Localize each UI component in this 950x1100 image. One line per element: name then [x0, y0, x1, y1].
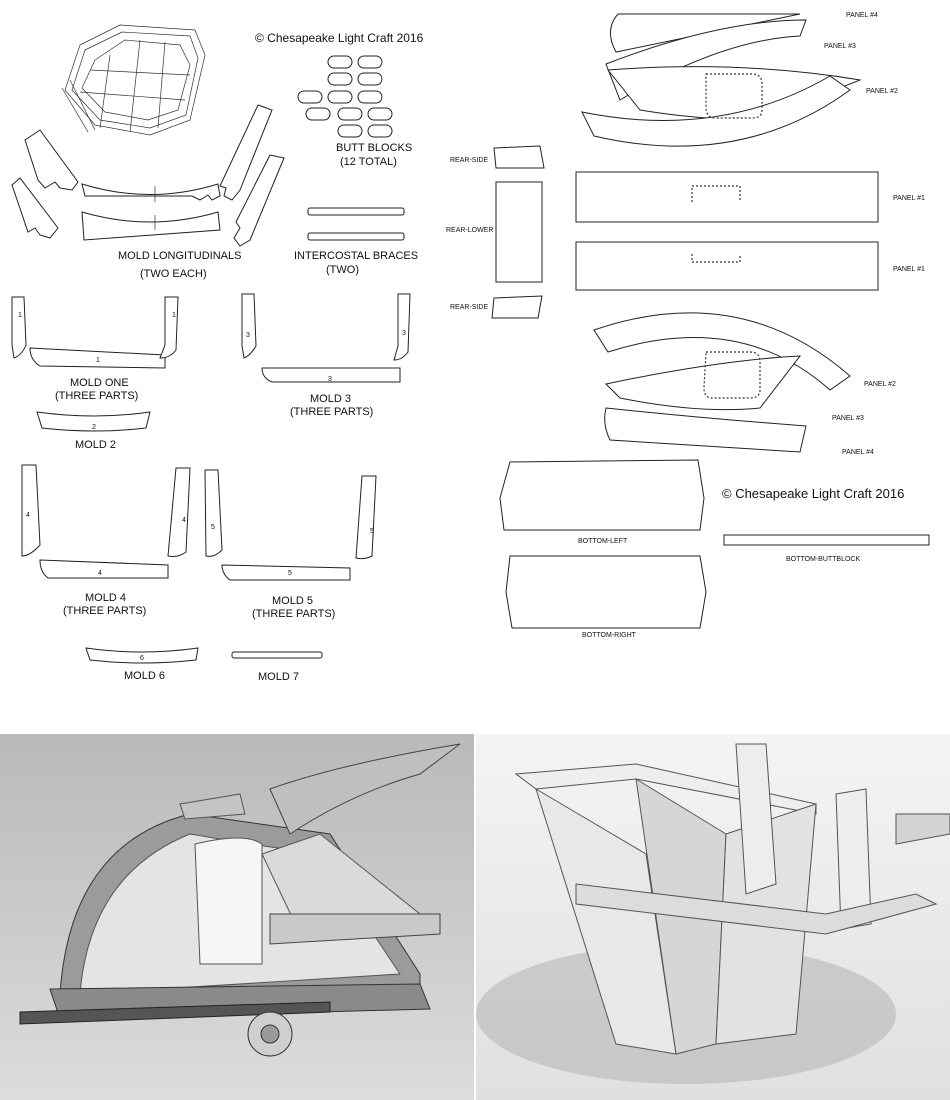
- mold4-left-number: 4: [26, 512, 30, 519]
- mold-three-label: MOLD 3: [310, 393, 351, 405]
- mold-four: [21, 464, 191, 579]
- panel-1-top-label: PANEL #1: [893, 195, 925, 202]
- teardrop-trailer-render: [0, 734, 474, 1100]
- mold-six: [85, 647, 199, 664]
- mold-seven-label: MOLD 7: [258, 671, 299, 683]
- mold-five: [204, 469, 377, 581]
- mold-longitudinals: [11, 104, 285, 247]
- mold5-left-number: 5: [211, 524, 215, 531]
- bottom-left-label: BOTTOM-LEFT: [578, 538, 628, 545]
- rear-lower-label: REAR-LOWER: [446, 227, 494, 234]
- panel-3-bottom-label: PANEL #3: [832, 415, 864, 422]
- panel-3-top-label: PANEL #3: [824, 43, 856, 50]
- mold-five-label: MOLD 5: [272, 595, 313, 607]
- mold3-right-number: 3: [402, 330, 406, 337]
- panel-2-top-label: PANEL #2: [866, 88, 898, 95]
- side-panels-top: [575, 13, 879, 291]
- rear-side-bottom-label: REAR-SIDE: [450, 304, 489, 311]
- rear-side-top-label: REAR-SIDE: [450, 157, 489, 164]
- intercostal-braces-count: (TWO): [326, 264, 359, 276]
- butt-blocks-label: BUTT BLOCKS: [336, 142, 413, 154]
- mold1-left-number: 1: [18, 312, 22, 319]
- mold-assembly-render: [476, 734, 950, 1100]
- trailer-shape: [19, 743, 461, 1057]
- mold-one: [11, 296, 179, 369]
- mold-four-label: MOLD 4: [85, 592, 126, 604]
- bottom-right-label: BOTTOM-RIGHT: [582, 632, 636, 639]
- mold5-right-number: 5: [370, 528, 374, 535]
- mold-longitudinals-label: MOLD LONGITUDINALS: [118, 250, 242, 262]
- mold-six-label: MOLD 6: [124, 670, 165, 682]
- mold-one-label: MOLD ONE: [70, 377, 129, 389]
- mold5-bottom-number: 5: [288, 570, 292, 577]
- mold3-bottom-number: 3: [328, 376, 332, 383]
- panel-4-bottom-label: PANEL #4: [842, 449, 874, 456]
- rear-parts: [491, 145, 545, 319]
- bottom-panels: [499, 459, 930, 629]
- mold-two-label: MOLD 2: [75, 439, 116, 451]
- mold-three-parts: (THREE PARTS): [290, 406, 374, 418]
- mold-assembly-sketch: [61, 24, 206, 136]
- copyright-notice-right: © Chesapeake Light Craft 2016: [722, 486, 905, 501]
- mold4-right-number: 4: [182, 517, 186, 524]
- mold6-number: 6: [140, 655, 144, 662]
- mold-longitudinals-count: (TWO EACH): [140, 268, 207, 280]
- copyright-notice-left: © Chesapeake Light Craft 2016: [255, 31, 424, 45]
- mold-five-parts: (THREE PARTS): [252, 608, 336, 620]
- mold1-bottom-number: 1: [96, 357, 100, 364]
- panel-2-bottom-label: PANEL #2: [864, 381, 896, 388]
- intercostal-braces-label: INTERCOSTAL BRACES: [294, 250, 419, 262]
- mold-three: [241, 293, 411, 383]
- butt-blocks: [297, 55, 393, 138]
- mold-one-parts: (THREE PARTS): [55, 390, 139, 402]
- mold2-number: 2: [92, 424, 96, 431]
- mold1-right-number: 1: [172, 312, 176, 319]
- panel-1-bottom-label: PANEL #1: [893, 266, 925, 273]
- mold4-bottom-number: 4: [98, 570, 102, 577]
- mold-two: [36, 411, 151, 432]
- mold3-left-number: 3: [246, 332, 250, 339]
- mold-four-parts: (THREE PARTS): [63, 605, 147, 617]
- panel-4-top-label: PANEL #4: [846, 12, 878, 19]
- mold-frame-shape: [476, 743, 950, 1084]
- mold-seven: [231, 651, 323, 659]
- bottom-buttblock-label: BOTTOM-BUTTBLOCK: [786, 556, 861, 563]
- intercostal-braces: [307, 207, 405, 241]
- side-panels-bottom: [593, 312, 851, 453]
- butt-blocks-count: (12 TOTAL): [340, 156, 397, 168]
